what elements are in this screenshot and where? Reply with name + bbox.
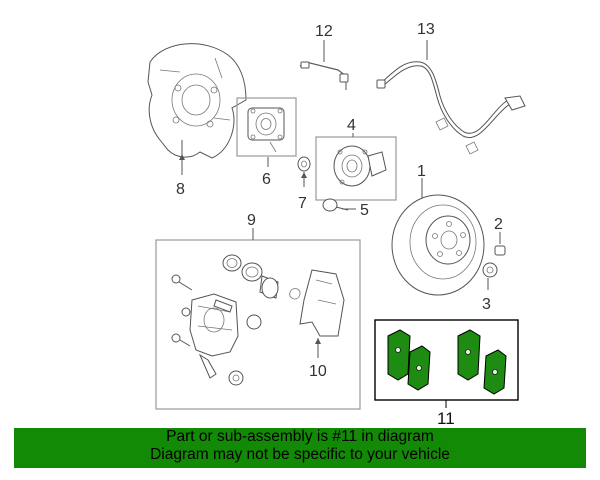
callout-6: 6 [262,171,271,188]
bleeder-part-2 [494,245,506,256]
dust-shield-part [147,43,247,159]
banner-line-1: Part or sub-assembly is #11 in diagram [166,428,434,445]
box-part-9 [155,239,361,410]
callout-12: 12 [315,23,333,40]
banner-line-2: Diagram may not be specific to your vehi… [150,446,450,463]
callout-8: 8 [176,181,185,198]
callout-3: 3 [482,296,491,313]
callout-9: 9 [247,212,256,229]
callout-5: 5 [360,202,369,219]
hub-assembly-part [247,107,285,153]
callout-10: 10 [309,363,327,380]
callout-13: 13 [417,21,435,38]
abs-sensor-part [376,61,526,155]
caliper-kit-parts [171,254,345,386]
brake-rotor-part [391,194,485,296]
nut-part-3 [482,262,498,278]
callout-11: 11 [437,409,455,428]
nut-part-7 [297,156,311,172]
notice-banner: Part or sub-assembly is #11 in diagram D… [14,428,586,468]
callout-7: 7 [298,195,307,212]
hub-bearing-part [333,145,387,187]
callout-2: 2 [494,216,503,233]
box-part-6 [236,97,297,157]
brake-pads-part [387,329,507,395]
callout-1: 1 [417,163,426,180]
callout-4: 4 [347,117,356,134]
parts-diagram: 8 6 12 13 [147,21,526,428]
brake-hose-part [299,61,349,90]
box-part-4 [315,136,397,201]
